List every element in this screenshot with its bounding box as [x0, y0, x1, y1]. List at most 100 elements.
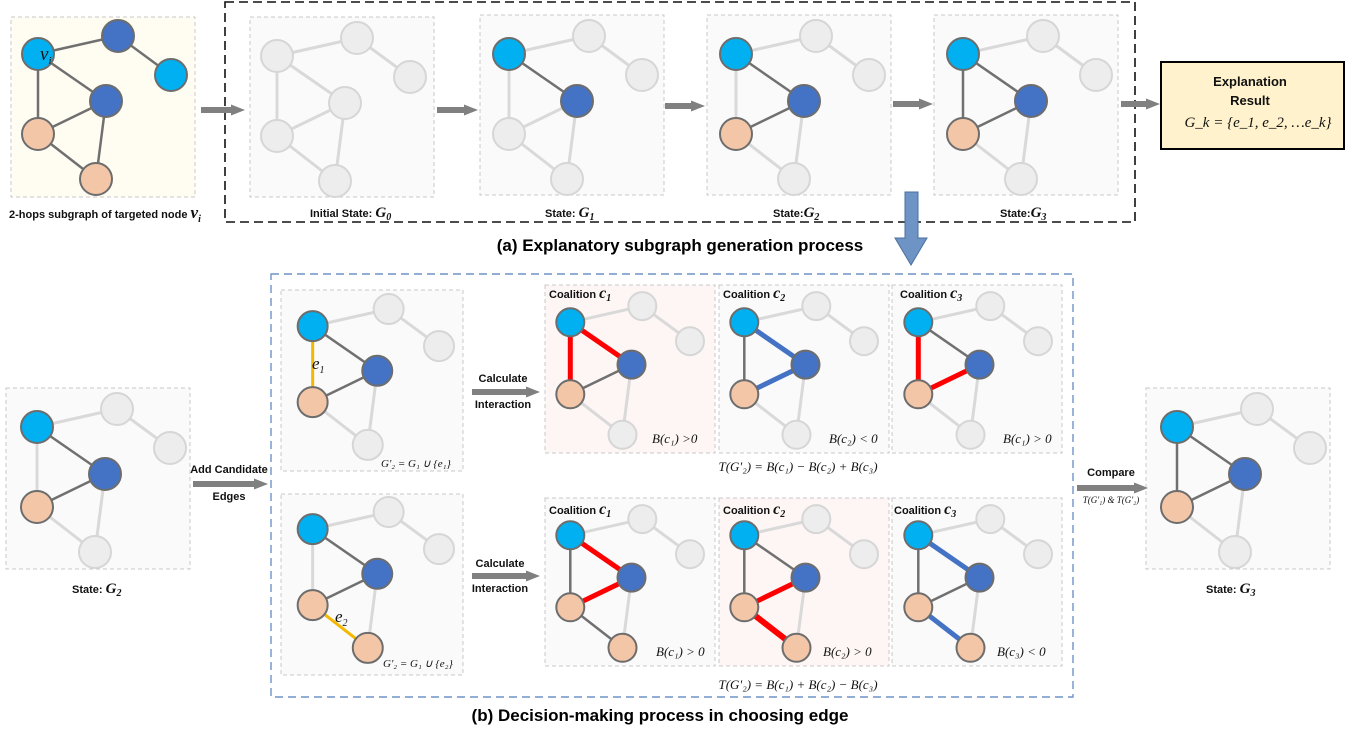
node-A [296, 310, 329, 343]
compare-sub-label: T(G'₁) & T(G'₂) [1083, 495, 1140, 505]
node-F [78, 535, 112, 569]
node-B [975, 504, 1006, 535]
node-D [964, 562, 995, 593]
node-B [372, 496, 405, 529]
node-F [607, 632, 638, 663]
node-E [21, 117, 55, 151]
graph-g3 [946, 19, 1113, 196]
node-D [560, 84, 594, 118]
node-F [1218, 535, 1252, 569]
node-B [372, 293, 405, 326]
arrow-calc-top [472, 386, 540, 398]
graph-top-candidate [296, 293, 455, 461]
node-F [607, 419, 638, 450]
node-C [1023, 539, 1053, 570]
node-A [903, 520, 934, 551]
graph-g1 [492, 19, 659, 196]
edge-e1-label: e1 [312, 354, 325, 376]
node-F [318, 164, 352, 198]
edges-label: Edges [212, 491, 245, 503]
node-D [616, 562, 647, 593]
node-D [787, 84, 821, 118]
node-D [328, 86, 362, 120]
graph-bottom-candidate [296, 496, 455, 664]
calculate-label-bottom: Calculate [476, 558, 525, 570]
node-B [1240, 392, 1274, 426]
arrow-calc-bottom [472, 570, 540, 582]
state-g1-label: State: G1 [545, 205, 594, 223]
interaction-label-bottom: Interaction [472, 583, 529, 595]
coalition-c3-top: Coalition c3 [900, 285, 962, 304]
node-D [361, 557, 394, 590]
interaction-label-top: Interaction [475, 399, 532, 411]
explanation-result-box [1160, 61, 1345, 150]
caption-part-a: (a) Explanatory subgraph generation proc… [497, 236, 864, 255]
node-C [423, 533, 455, 566]
node-A [1160, 410, 1194, 444]
node-D [361, 354, 394, 387]
state-g3-right-label: State: G3 [1206, 581, 1255, 599]
arrow-down-blue [894, 191, 928, 266]
node-A [20, 410, 54, 444]
node-A [555, 307, 586, 338]
node-E [260, 119, 294, 153]
result-title-2: Result [1230, 93, 1270, 108]
initial-state-label: Initial State: G0 [310, 205, 391, 223]
node-E [946, 117, 980, 151]
node-B [100, 392, 134, 426]
node-A [946, 37, 980, 71]
node-A [555, 520, 586, 551]
graph-left-g2 [20, 392, 187, 569]
arrow-a1 [437, 104, 478, 116]
result-title-1: Explanation [1213, 74, 1287, 89]
node-B [572, 19, 606, 53]
node-A [492, 37, 526, 71]
node-D [790, 562, 821, 593]
node-A [729, 520, 760, 551]
calculate-label-top: Calculate [479, 373, 528, 385]
node-F [79, 162, 113, 196]
graphs-layer [20, 19, 1327, 664]
state-g3-label: State:G3 [1000, 205, 1046, 223]
graph-subgraph [21, 19, 188, 196]
result-formula: G_k = {e_1, e_2, …e_k} [1184, 115, 1331, 131]
top-g-formula: G'₂ = G₁ ∪ {e₁} [381, 458, 451, 470]
state-g2-left-label: State: G2 [72, 581, 121, 599]
node-D [1228, 457, 1262, 491]
arrow-a0 [201, 104, 245, 116]
node-C [1023, 326, 1053, 357]
target-node-label: vi [40, 44, 52, 67]
node-F [781, 632, 812, 663]
node-D [616, 349, 647, 380]
coalition-c2-bottom: Coalition c2 [723, 501, 785, 520]
node-C [852, 58, 886, 92]
node-E [903, 592, 934, 623]
subgraph-label: 2-hops subgraph of targeted node vi [9, 203, 201, 225]
node-C [625, 58, 659, 92]
node-C [849, 539, 879, 570]
state-g2-label: State:G2 [773, 205, 819, 223]
node-E [555, 592, 586, 623]
top-b-c3: B(c₁) > 0 [1003, 431, 1052, 446]
node-C [675, 326, 705, 357]
node-C [1293, 431, 1327, 465]
node-D [89, 84, 123, 118]
graph-initial [260, 21, 427, 198]
node-E [296, 386, 329, 419]
node-A [296, 513, 329, 546]
node-C [675, 539, 705, 570]
graph-bottom-c2 [729, 504, 879, 663]
arrow-a2 [665, 100, 705, 112]
coalition-c3-bottom: Coalition c3 [894, 501, 956, 520]
graph-bottom-c3 [903, 504, 1053, 663]
top-b-c2: B(c₂) < 0 [829, 431, 878, 446]
node-D [964, 349, 995, 380]
node-F [781, 419, 812, 450]
node-C [393, 60, 427, 94]
node-C [423, 330, 455, 363]
arrow-compare [1077, 482, 1148, 494]
arrows-layer [193, 98, 1160, 582]
node-E [20, 490, 54, 524]
node-B [627, 504, 658, 535]
